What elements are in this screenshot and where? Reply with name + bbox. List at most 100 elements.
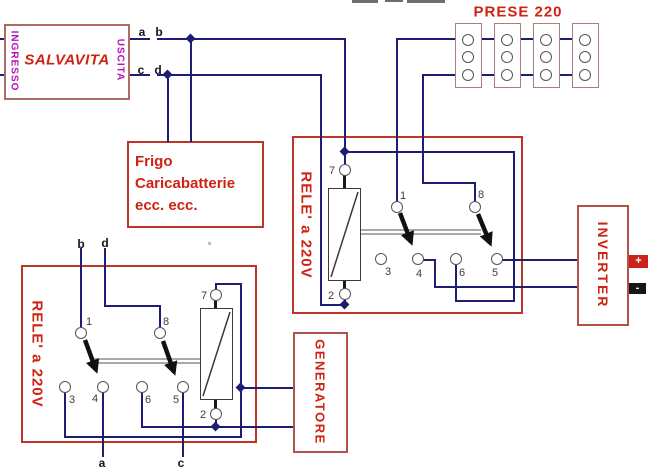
relay-bottom-title: RELE' a 220V: [28, 300, 46, 408]
relay-top-terminal8-circle: [469, 201, 481, 213]
outlet-circle: [501, 51, 513, 63]
wire-to-inverter-1: [502, 259, 577, 261]
wire-inner-bottom-horizontal: [456, 300, 514, 302]
relay-bottom-terminal8-label: 8: [162, 316, 170, 328]
uscita-label: USCITA: [114, 38, 126, 82]
wire-label-a: a: [138, 25, 146, 39]
frigo-line3: ecc. ecc.: [135, 197, 198, 214]
relay-top-terminal8-label: 8: [477, 189, 485, 201]
outlet-circle: [579, 69, 591, 81]
outlet-circle: [579, 34, 591, 46]
wire-to-generator-1: [240, 387, 293, 389]
outlet-circle: [540, 34, 552, 46]
relay-bottom-terminal7-label: 7: [200, 290, 208, 302]
top-crop-artifact: [407, 0, 445, 3]
relay-top-terminal3-label: 3: [384, 266, 392, 278]
relay-bottom-linkage: [90, 362, 200, 364]
relay-top-terminal4-circle: [412, 253, 424, 265]
relay-bottom-terminal3-circle: [59, 381, 71, 393]
switch-arrow-1-4-top: [397, 212, 414, 246]
salvavita-box: [4, 24, 130, 100]
switch-arrow-8-5-bottom: [160, 340, 178, 376]
frigo-box: [127, 141, 264, 228]
wire-c-stub: [130, 74, 150, 76]
speck-artifact: [208, 242, 211, 245]
frigo-label: Frigo Caricabatterie ecc. ecc.: [135, 151, 235, 217]
relay-top-terminal6-label: 6: [458, 267, 466, 279]
wire-outlet-link: [560, 38, 572, 40]
relay-top-terminal3-circle: [375, 253, 387, 265]
outlet-circle: [540, 69, 552, 81]
wire-outlet-link: [521, 38, 533, 40]
relay-bottom-terminal1-circle: [75, 327, 87, 339]
wire-contact4-stub: [423, 259, 435, 261]
wire-label-d2: d: [101, 236, 109, 250]
outlet-circle: [501, 34, 513, 46]
wire-input-stub-bottom: [0, 74, 4, 76]
wire-d2-drop: [104, 248, 106, 307]
coil2-stub: [214, 300, 217, 309]
relay-bottom-terminal1-label: 1: [85, 316, 93, 328]
outlet-circle: [540, 51, 552, 63]
outlet-circle: [462, 34, 474, 46]
wire-contact6-drop: [455, 264, 457, 302]
relay-bottom-terminal6-circle: [136, 381, 148, 393]
relay-bottom-terminal8-circle: [154, 327, 166, 339]
wire-label-a2: a: [98, 456, 106, 470]
top-crop-artifact: [352, 0, 378, 3]
wire-frigo-drop-b: [190, 39, 192, 142]
wire-frigo-drop-d: [167, 75, 169, 142]
wire-d-horizontal: [157, 74, 322, 76]
wire-out-c: [182, 393, 184, 457]
wire-label-c: c: [137, 63, 145, 77]
switch-arrow-1-4-bottom: [82, 339, 100, 374]
wire-out-a: [102, 392, 104, 457]
wire-coil2-right-vertical: [240, 283, 242, 437]
wire-d-vertical: [320, 74, 322, 306]
ingresso-label: INGRESSO: [8, 30, 20, 92]
relay-top-terminal4-label: 4: [415, 268, 423, 280]
inverter-plus-terminal: +: [629, 255, 648, 268]
coil1-diagonal: [330, 191, 359, 278]
wire-b-vertical: [344, 38, 346, 153]
wire-contact8b-drop: [159, 305, 161, 328]
relay-top-terminal1-circle: [391, 201, 403, 213]
wire-prese-bottom-bus: [423, 74, 455, 76]
wire-contact4-vertical: [434, 259, 436, 288]
wire-prese-to-contact8-h: [422, 182, 476, 184]
relay-top-linkage: [361, 229, 481, 231]
wire-outlet-link: [560, 74, 572, 76]
wire-contact6b-drop: [141, 392, 143, 428]
wire-d-to-coil2: [320, 304, 346, 306]
wire-bottom-loop: [64, 436, 242, 438]
relay-top-terminal5-circle: [491, 253, 503, 265]
relay-top-terminal7-label: 7: [328, 165, 336, 177]
relay-bottom-terminal4-label: 4: [91, 393, 99, 405]
switch-arrow-8-5-top: [475, 213, 493, 247]
wire-label-b2: b: [77, 237, 85, 251]
wire-prese-to-contact1: [396, 38, 398, 203]
wire-outlet-link: [521, 74, 533, 76]
coil2-diagonal: [202, 311, 231, 397]
relay-top-terminal7-circle: [339, 164, 351, 176]
relay-bottom-terminal2-circle: [210, 408, 222, 420]
wire-b-horizontal: [157, 38, 346, 40]
relay-bottom-terminal6-label: 6: [144, 394, 152, 406]
generatore-title: GENERATORE: [312, 339, 328, 445]
outlet-circle: [462, 69, 474, 81]
inverter-minus-terminal: -: [629, 283, 646, 294]
relay-bottom-terminal4-circle: [97, 381, 109, 393]
salvavita-title: SALVAVITA: [24, 51, 110, 69]
wire-outlet-link: [482, 74, 494, 76]
coil1-stub: [343, 280, 346, 290]
wire-to-inverter-2: [434, 286, 577, 288]
wire-coil2-top-horizontal: [215, 283, 242, 285]
wire-coil1-7-lead: [344, 153, 346, 166]
wire-outlet-link: [482, 38, 494, 40]
frigo-line2: Caricabatterie: [135, 175, 236, 192]
relay-top-terminal2-label: 2: [327, 290, 335, 302]
relay-bottom-terminal2-label: 2: [199, 409, 207, 421]
prese-title: PRESE 220: [473, 3, 563, 21]
